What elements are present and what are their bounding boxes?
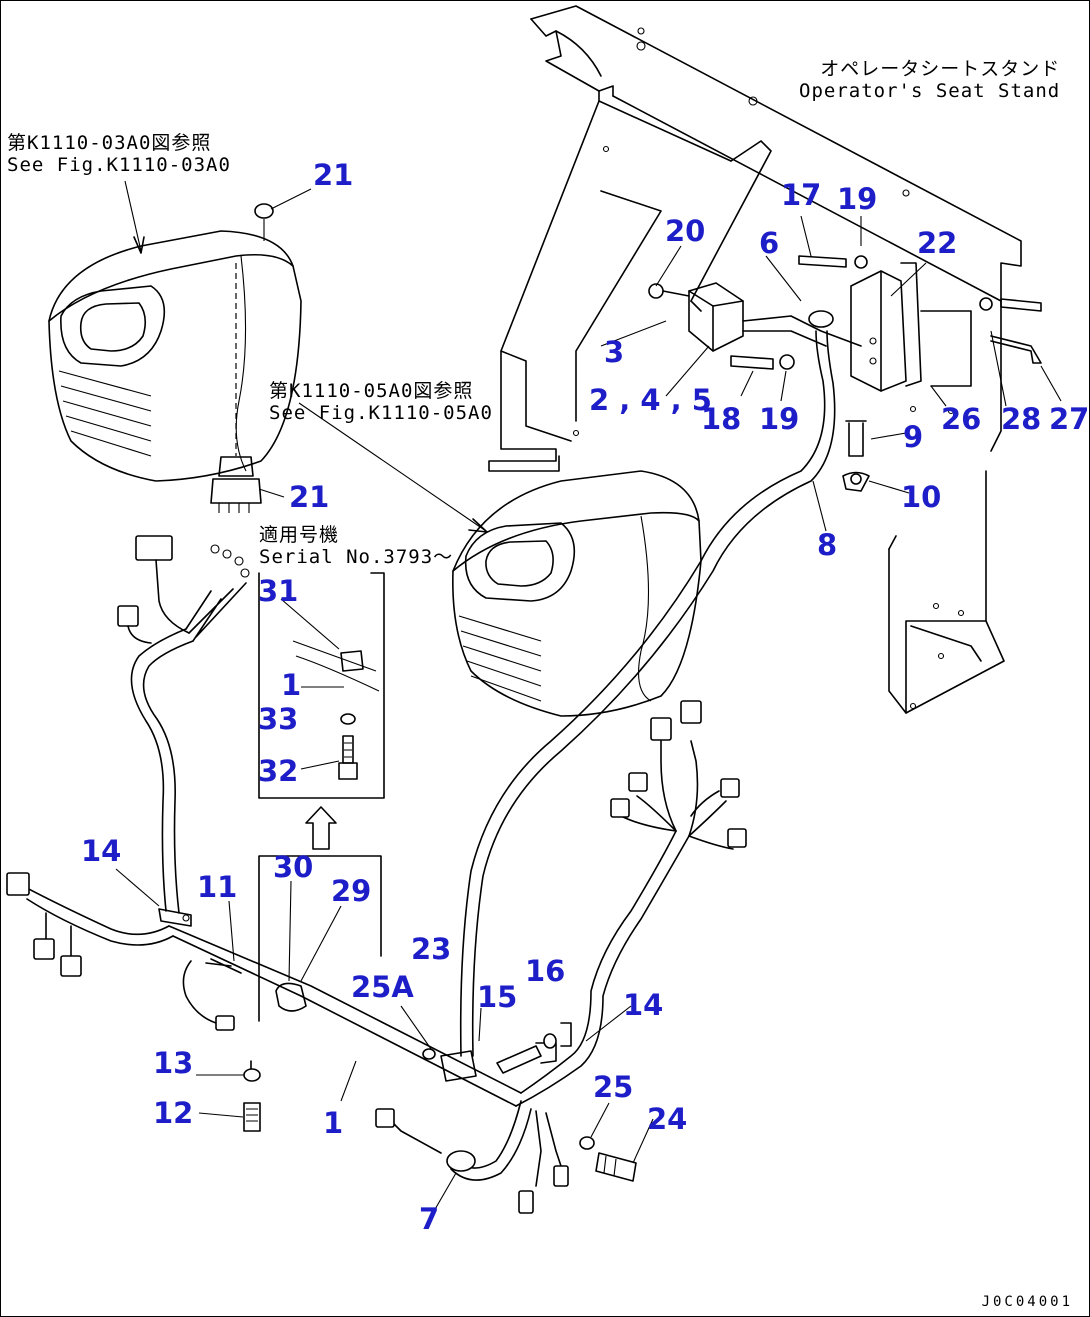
serial-note-en: Serial No.3793～ xyxy=(259,545,454,568)
callout-16: 16 xyxy=(525,954,566,988)
callout-19-top: 19 xyxy=(837,182,878,216)
callout-22: 22 xyxy=(917,226,958,260)
callout-30: 30 xyxy=(273,850,314,884)
callout-14-left: 14 xyxy=(81,834,122,868)
ref-left-note-jp: 第K1110-03A0図参照 xyxy=(7,132,212,154)
callout-19-bottom: 19 xyxy=(759,402,800,436)
ref-center-note: 第K1110-05A0図参照 See Fig.K1110-05A0 xyxy=(269,380,493,425)
ref-left-note: 第K1110-03A0図参照 See Fig.K1110-03A0 xyxy=(7,132,231,177)
seat-stand-note-en: Operator's Seat Stand xyxy=(799,79,1061,102)
callout-7: 7 xyxy=(419,1202,440,1236)
callout-25: 25 xyxy=(593,1070,634,1104)
callout-2-4-5: 2 , 4 , 5 xyxy=(589,383,712,417)
ref-center-note-jp: 第K1110-05A0図参照 xyxy=(269,380,474,402)
callout-11: 11 xyxy=(197,870,238,904)
main-harness xyxy=(6,330,836,1214)
left-seat-cushion xyxy=(48,203,302,513)
ref-center-note-en: See Fig.K1110-05A0 xyxy=(269,401,493,424)
callout-1-main: 1 xyxy=(323,1106,344,1140)
callout-23: 23 xyxy=(411,932,452,966)
callout-21-top: 21 xyxy=(313,158,354,192)
callout-24: 24 xyxy=(647,1102,688,1136)
serial-note: 適用号機 Serial No.3793～ xyxy=(259,524,454,569)
callout-8: 8 xyxy=(817,528,838,562)
seat-stand-frame xyxy=(488,5,1022,714)
callout-21-bottom: 21 xyxy=(289,480,330,514)
callout-10: 10 xyxy=(901,480,942,514)
callout-25a: 25A xyxy=(351,970,414,1004)
callout-29: 29 xyxy=(331,874,372,908)
callout-28: 28 xyxy=(1001,402,1042,436)
leader-lines xyxy=(115,180,1062,1212)
callout-33: 33 xyxy=(258,702,299,736)
callout-26: 26 xyxy=(941,402,982,436)
ref-left-note-en: See Fig.K1110-03A0 xyxy=(7,153,231,176)
switch-bracket-assembly xyxy=(648,255,1042,492)
callout-17: 17 xyxy=(781,178,822,212)
callout-14-right: 14 xyxy=(623,988,664,1022)
callout-6: 6 xyxy=(759,226,780,260)
callout-31: 31 xyxy=(258,574,299,608)
callout-27: 27 xyxy=(1049,402,1090,436)
serial-note-jp: 適用号機 xyxy=(259,524,340,546)
callout-20: 20 xyxy=(665,214,706,248)
callout-32: 32 xyxy=(258,754,299,788)
callout-1-detail: 1 xyxy=(281,668,302,702)
callout-3: 3 xyxy=(604,335,625,369)
seat-stand-note-jp: オペレータシートスタンド xyxy=(820,58,1061,80)
seat-stand-note: オペレータシートスタンド Operator's Seat Stand xyxy=(799,58,1061,103)
serial-detail-box xyxy=(258,572,385,1022)
callout-18: 18 xyxy=(701,402,742,436)
document-number: J0C04001 xyxy=(981,1294,1073,1310)
callout-13: 13 xyxy=(153,1046,194,1080)
center-seat-cushion xyxy=(452,470,702,717)
callout-9: 9 xyxy=(903,420,924,454)
callout-12: 12 xyxy=(153,1096,194,1130)
callout-15: 15 xyxy=(477,980,518,1014)
